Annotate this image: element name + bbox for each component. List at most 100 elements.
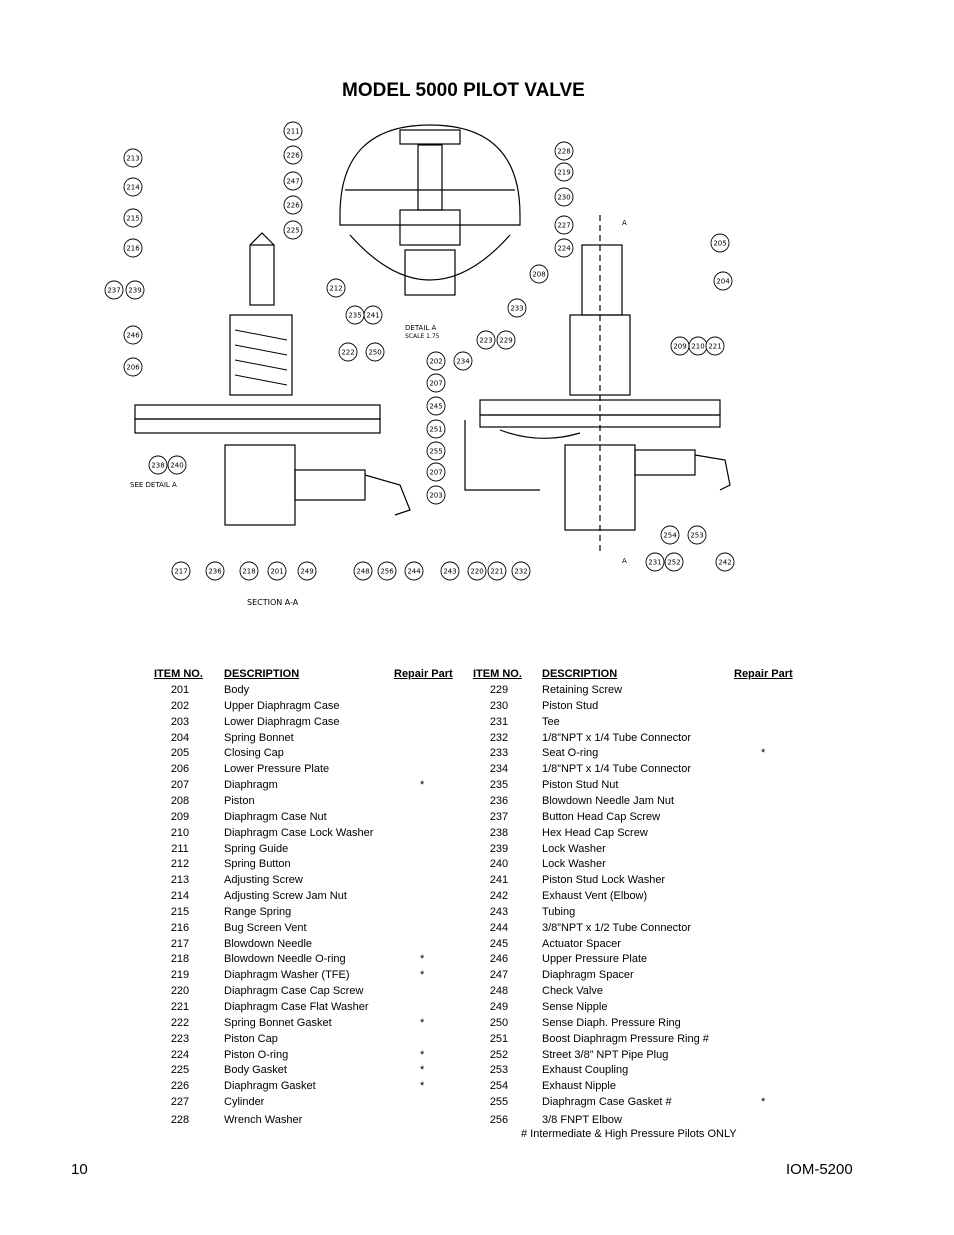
item-number: 219 — [170, 969, 190, 982]
callout-number: 236 — [208, 568, 222, 576]
callout-number: 224 — [557, 245, 571, 253]
item-number: 216 — [170, 921, 190, 934]
repair-part-mark: * — [420, 969, 425, 982]
callout-number: 205 — [713, 240, 726, 248]
item-description: Retaining Screw — [542, 684, 623, 696]
item-number: 236 — [489, 794, 509, 807]
callout-bubble — [171, 561, 191, 581]
item-description: Diaphragm — [224, 779, 278, 792]
callout-bubble — [710, 233, 730, 253]
item-description: Lower Pressure Plate — [224, 763, 330, 776]
repair-part-mark: * — [761, 1096, 766, 1109]
callout-number: 210 — [691, 343, 704, 351]
callout-bubble — [283, 121, 303, 141]
callout-number: 219 — [557, 169, 570, 177]
callout-bubble — [353, 561, 373, 581]
callout-bubble — [297, 561, 317, 581]
item-description: Diaphragm Case Cap Screw — [224, 985, 364, 998]
callout-bubble — [404, 561, 424, 581]
header-repair-part: Repair Part — [394, 668, 453, 680]
item-number: 225 — [170, 1064, 190, 1077]
item-description: Sense Diaph. Pressure Ring — [542, 1016, 681, 1029]
item-description: Upper Diaphragm Case — [224, 699, 340, 712]
item-number: 231 — [489, 715, 509, 728]
item-description: Piston Stud Lock Washer — [542, 874, 666, 887]
callout-number: 220 — [470, 568, 483, 576]
item-description: Lock Washer — [542, 842, 606, 855]
callout-bubble — [104, 280, 124, 300]
callout-bubble — [123, 177, 143, 197]
callout-number: 223 — [479, 337, 492, 345]
callout-bubble — [426, 373, 446, 393]
callout-number: 232 — [514, 568, 527, 576]
item-description: Blowdown Needle — [224, 937, 313, 950]
item-description: Bug Screen Vent — [224, 921, 307, 934]
callout-number: 234 — [456, 358, 470, 366]
callout-number: 206 — [126, 364, 140, 372]
callout-bubble — [283, 171, 303, 191]
callout-number: 226 — [286, 152, 300, 160]
callout-bubble — [529, 264, 549, 284]
callout-bubble — [365, 342, 385, 362]
callout-bubble — [511, 561, 531, 581]
callout-number: 233 — [510, 305, 523, 313]
callout-bubble — [467, 561, 487, 581]
item-number: 205 — [170, 747, 190, 760]
callout-number: 228 — [557, 148, 570, 156]
callout-bubble — [148, 455, 168, 475]
item-description: Diaphragm Spacer — [542, 969, 634, 982]
detail-scale-label: SCALE 1.75 — [405, 333, 440, 340]
callout-number: 217 — [174, 568, 187, 576]
item-number: 237 — [489, 810, 509, 823]
item-description: Cylinder — [224, 1096, 265, 1109]
callout-number: 246 — [126, 332, 140, 340]
item-number: 241 — [489, 874, 509, 887]
item-number: 253 — [489, 1064, 509, 1077]
item-number: 243 — [489, 905, 509, 918]
callout-number: 248 — [356, 568, 369, 576]
item-description: Diaphragm Washer (TFE) — [224, 969, 350, 982]
item-number: 251 — [489, 1032, 509, 1045]
page-number: 10 — [71, 1161, 88, 1178]
item-number: 238 — [489, 826, 509, 839]
callout-number: 238 — [151, 462, 164, 470]
callout-number: 252 — [667, 559, 680, 567]
repair-part-mark: * — [420, 1064, 425, 1077]
item-description: Piston Stud — [542, 699, 599, 712]
item-number: 215 — [170, 905, 190, 918]
document-id: IOM-5200 — [786, 1161, 853, 1178]
callout-number: 239 — [128, 287, 141, 295]
item-number: 230 — [489, 699, 509, 712]
callout-bubble — [167, 455, 187, 475]
item-number: 209 — [170, 810, 190, 823]
callout-number: 244 — [407, 568, 421, 576]
item-description: Wrench Washer — [224, 1113, 303, 1126]
item-description: Street 3/8” NPT Pipe Plug — [542, 1048, 669, 1061]
callout-bubble — [687, 525, 707, 545]
callout-bubble — [660, 525, 680, 545]
item-description: Spring Button — [224, 858, 291, 871]
callout-number: 201 — [270, 568, 283, 576]
item-number: 249 — [489, 1001, 509, 1013]
callout-bubble — [283, 220, 303, 240]
callout-bubble — [507, 298, 527, 318]
item-description: Adjusting Screw — [224, 874, 303, 887]
item-description: Hex Head Cap Screw — [542, 826, 648, 839]
header-description: DESCRIPTION — [542, 668, 618, 680]
item-number: 223 — [170, 1032, 190, 1045]
callout-number: 216 — [126, 245, 140, 253]
callout-number: 254 — [663, 532, 677, 540]
callout-number: 230 — [557, 194, 570, 202]
item-number: 232 — [489, 731, 509, 744]
callout-bubble — [554, 238, 574, 258]
callout-number: 214 — [126, 184, 140, 192]
callout-bubble — [554, 187, 574, 207]
section-aa-label: SECTION A-A — [247, 598, 299, 607]
item-description: Lower Diaphragm Case — [224, 715, 340, 728]
callout-number: 209 — [673, 343, 686, 351]
item-number: 256 — [489, 1113, 509, 1126]
item-number: 240 — [489, 858, 509, 871]
callout-number: 211 — [286, 128, 299, 136]
callout-number: 221 — [708, 343, 721, 351]
